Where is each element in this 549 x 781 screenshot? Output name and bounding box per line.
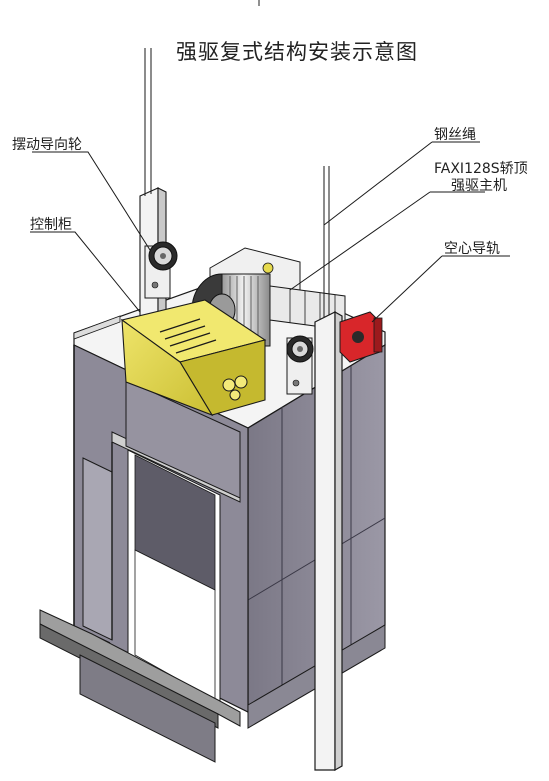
- car-door-panel: [82, 457, 113, 641]
- label-steel-rope: 钢丝绳: [434, 127, 476, 143]
- right-guide-rail: [314, 166, 343, 772]
- page-title: 强驱复式结构安装示意图: [176, 40, 418, 64]
- swing-guide-wheel-left: [144, 241, 178, 299]
- toe-guard: [79, 654, 216, 763]
- leader-lines: [30, 141, 510, 323]
- control-cabinet: [120, 299, 267, 417]
- hollow-rail-clamp: [339, 311, 383, 363]
- label-hollow-rail: 空心导轨: [444, 241, 500, 257]
- swing-guide-wheel-right: [286, 335, 314, 395]
- label-machine-name: 强驱主机: [451, 178, 507, 194]
- label-swing-guide-wheel: 摆动导向轮: [12, 137, 82, 153]
- label-control-cabinet: 控制柜: [30, 217, 72, 233]
- label-machine-model: FAXI128S轿顶: [434, 161, 528, 177]
